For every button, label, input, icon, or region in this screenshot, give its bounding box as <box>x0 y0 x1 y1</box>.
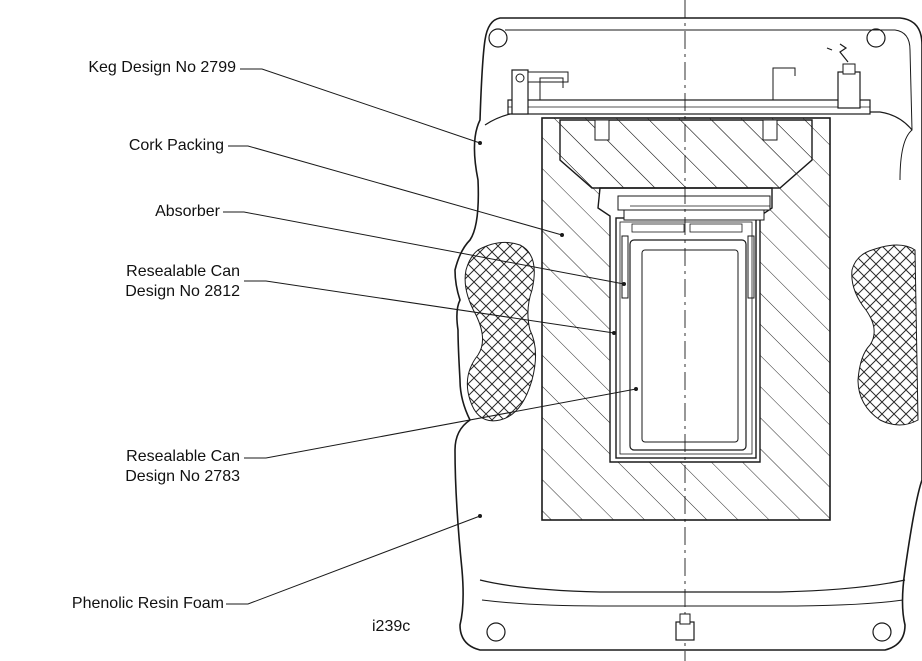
base-plug <box>675 621 695 641</box>
leader-cork <box>228 145 563 236</box>
leader-keg <box>240 68 481 144</box>
corner-hole-top-left <box>488 28 508 48</box>
label-can-2783: Resealable Can Design No 2783 <box>125 447 240 487</box>
label-cork-packing: Cork Packing <box>128 137 224 154</box>
leader-absorber <box>223 211 625 285</box>
label-can-2812-line1: Resealable Can <box>126 263 240 280</box>
lid-hinge <box>511 69 529 115</box>
corner-hole-top-right <box>866 28 886 48</box>
cork-plug <box>559 119 813 189</box>
absorber <box>621 235 629 299</box>
label-can-2783-line2: Design No 2783 <box>125 468 240 485</box>
leader-can-2783 <box>244 388 637 459</box>
figure-reference: i239c <box>372 618 411 635</box>
corner-hole-bottom-right <box>872 622 892 642</box>
label-phenolic-resin-foam: Phenolic Resin Foam <box>71 595 224 612</box>
keg-shoulder-right <box>860 111 913 131</box>
leader-can-2812 <box>244 280 615 334</box>
label-absorber: Absorber <box>155 203 220 220</box>
corner-hole-bottom-left <box>486 622 506 642</box>
label-can-2812: Resealable Can Design No 2812 <box>125 262 240 302</box>
lid-fastener <box>837 71 861 109</box>
leader-foam <box>226 515 481 605</box>
foam-region-right <box>851 244 919 426</box>
foam-region-left <box>464 241 536 422</box>
keg-base <box>479 579 906 593</box>
keg-inner-shell <box>505 29 913 181</box>
label-can-2812-line2: Design No 2812 <box>125 283 240 300</box>
label-keg-design: Keg Design No 2799 <box>88 59 236 76</box>
label-can-2783-line1: Resealable Can <box>126 448 240 465</box>
can-2783 <box>629 239 747 451</box>
